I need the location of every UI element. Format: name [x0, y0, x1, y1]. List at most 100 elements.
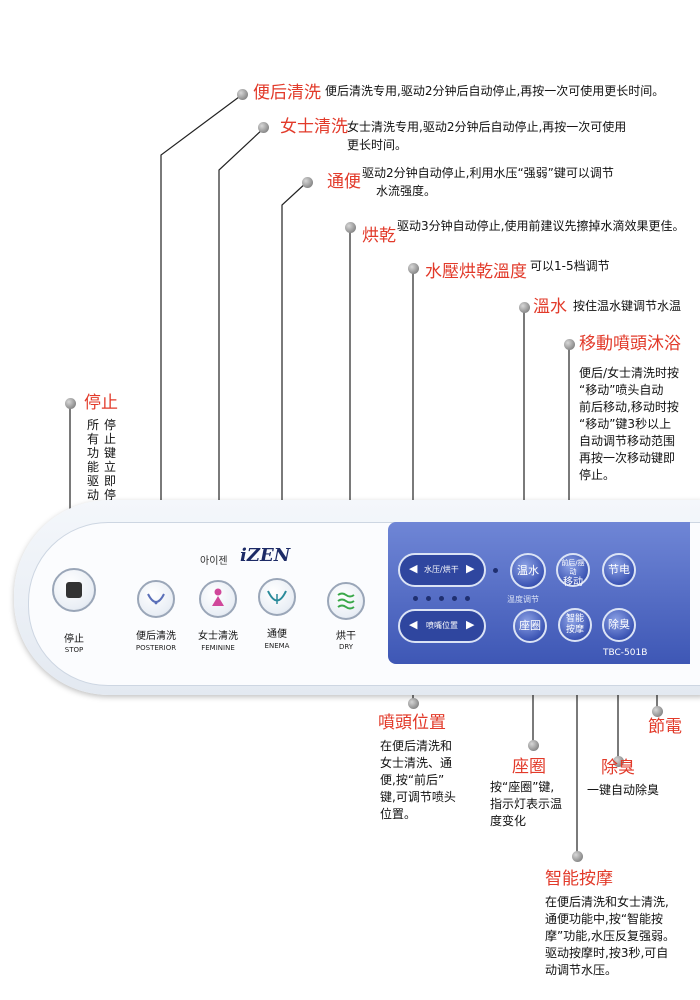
feminine-label: 女士清洗: [198, 631, 238, 642]
chevron-right-icon: ▶: [466, 562, 475, 575]
desc-line: 便,按“前后”: [380, 773, 445, 787]
desc-line: 位置。: [380, 807, 417, 821]
massage-label-top: 智能: [565, 614, 584, 624]
desc-line: 摩”功能,水压反复强弱。: [545, 929, 676, 943]
stop-icon: [66, 582, 82, 598]
pressure-dry-rocker[interactable]: ◀ ▶ 水压/烘干: [398, 553, 486, 587]
desc-nozzle-position: 在便后清洗和 女士清洗、通 便,按“前后” 键,可调节喷头 位置。: [380, 738, 475, 823]
desc-warm-water: 按住温水键调节水温: [573, 299, 682, 313]
desc-feminine-wash-2: 更长时间。: [347, 138, 408, 152]
title-smart-massage: 智能按摩: [545, 869, 613, 889]
desc-enema-2: 水流强度。: [376, 184, 437, 198]
model-number: TBC-501B: [603, 648, 648, 658]
desc-line: 指示灯表示温: [490, 797, 563, 811]
desc-line: “移动”键3秒以上: [579, 417, 672, 431]
desc-dry: 驱动3分钟自动停止,使用前建议先擦掉水滴效果更佳。: [397, 219, 685, 233]
dry-button[interactable]: [327, 582, 365, 620]
warm-water-button[interactable]: 温水: [510, 553, 546, 589]
feminine-label-en: FEMININE: [201, 644, 235, 652]
enema-icon: [267, 590, 287, 604]
level-indicator: [426, 596, 431, 601]
title-stop: 停止: [84, 393, 118, 413]
marker-dot: [564, 339, 575, 350]
chevron-left-icon: ◀: [409, 562, 418, 575]
title-nozzle-position: 噴頭位置: [378, 713, 446, 733]
marker-dot: [519, 302, 530, 313]
desc-line: 在便后清洗和女士清洗,: [545, 895, 669, 909]
desc-line: 通便功能中,按“智能按: [545, 912, 664, 926]
marker-dot: [652, 706, 663, 717]
marker-dot: [613, 756, 624, 767]
desc-line: “移动”喷头自动: [579, 383, 664, 397]
leader-posterior: [160, 93, 244, 570]
nozzle-position-rocker[interactable]: ◀ ▶ 喷嘴位置: [398, 609, 486, 643]
desc-line: 停止。: [579, 468, 616, 482]
brand-logo: iZEN: [240, 545, 291, 566]
desc-pressure-dry-temp: 可以1-5档调节: [530, 259, 610, 273]
desc-line: 键,可调节喷头: [380, 790, 456, 804]
title-posterior-wash: 便后清洗: [253, 83, 321, 103]
nozzle-position-label: 喷嘴位置: [426, 621, 458, 630]
move-label-top: 前后/摆动: [561, 559, 585, 576]
desc-line: 前后移动,移动时按: [579, 400, 679, 414]
desc-feminine-wash-1: 女士清洗专用,驱动2分钟后自动停止,再按一次可使用: [347, 120, 627, 134]
marker-dot: [345, 222, 356, 233]
massage-label-bottom: 按摩: [565, 625, 584, 635]
feminine-button[interactable]: [199, 580, 237, 618]
marker-dot: [408, 263, 419, 274]
posterior-label: 便后清洗: [136, 631, 176, 642]
indicator-light: [493, 568, 498, 573]
enema-button[interactable]: [258, 578, 296, 616]
desc-line: 再按一次移动键即: [579, 451, 676, 465]
dry-icon: [337, 592, 355, 610]
feminine-icon: [212, 588, 224, 606]
level-indicator: [452, 596, 457, 601]
chevron-right-icon: ▶: [466, 618, 475, 631]
pressure-dry-label: 水压/烘干: [424, 565, 459, 574]
title-power-save: 節電: [648, 717, 682, 737]
desc-line: 动调节水压。: [545, 963, 618, 977]
move-button[interactable]: 前后/摆动 移动: [556, 553, 590, 588]
desc-posterior-wash: 便后清洗专用,驱动2分钟后自动停止,再按一次可使用更长时间。: [325, 84, 665, 98]
title-warm-water: 溫水: [533, 297, 567, 317]
power-save-button[interactable]: 节电: [602, 553, 636, 587]
desc-line: 驱动按摩时,按3秒,可自: [545, 946, 669, 960]
enema-label-en: ENEMA: [264, 642, 290, 650]
brand-korean: 아이젠: [200, 556, 228, 567]
dry-label-en: DRY: [338, 643, 354, 651]
marker-dot: [237, 89, 248, 100]
marker-dot: [65, 398, 76, 409]
title-move-nozzle: 移動噴頭沐浴: [579, 334, 681, 354]
desc-move-nozzle: 便后/女士清洗时按 “移动”喷头自动 前后移动,移动时按 “移动”键3秒以上 自…: [579, 365, 691, 484]
stop-button[interactable]: [52, 568, 96, 612]
desc-line: 度变化: [490, 814, 527, 828]
desc-line: 女士清洗、通: [380, 756, 453, 770]
title-seat: 座圈: [512, 757, 546, 777]
desc-enema-1: 驱动2分钟自动停止,利用水压“强弱”键可以调节: [362, 166, 614, 180]
temp-adjust-label: 温度调节: [507, 595, 539, 604]
level-indicator: [465, 596, 470, 601]
desc-deodorize: 一键自动除臭: [587, 783, 660, 797]
seat-button[interactable]: 座圈: [513, 609, 547, 643]
title-pressure-dry-temp: 水壓烘乾溫度: [425, 262, 527, 282]
title-enema: 通便: [327, 172, 361, 192]
deodorize-button[interactable]: 除臭: [602, 608, 636, 642]
desc-seat: 按“座圈”键, 指示灯表示温 度变化: [490, 779, 580, 830]
chevron-left-icon: ◀: [409, 618, 418, 631]
title-dry: 烘乾: [362, 226, 396, 246]
level-indicator: [439, 596, 444, 601]
desc-line: 在便后清洗和: [380, 739, 453, 753]
smart-massage-button[interactable]: 智能 按摩: [558, 608, 592, 642]
posterior-button[interactable]: [137, 580, 175, 618]
marker-dot: [258, 122, 269, 133]
posterior-icon: [147, 593, 165, 605]
stop-label-en: STOP: [64, 646, 84, 654]
marker-dot: [302, 177, 313, 188]
title-deodorize: 除臭: [601, 758, 635, 778]
marker-dot: [408, 698, 419, 709]
posterior-label-en: POSTERIOR: [135, 644, 177, 652]
marker-dot: [528, 740, 539, 751]
stop-label: 停止: [64, 634, 84, 645]
move-label-bottom: 移动: [563, 577, 583, 588]
desc-line: 便后/女士清洗时按: [579, 366, 680, 380]
